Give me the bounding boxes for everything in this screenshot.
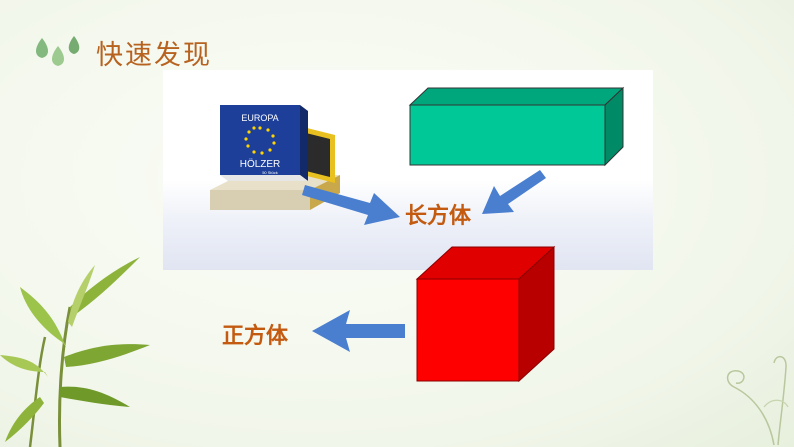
matchbox-brand-top: EUROPA — [241, 113, 278, 123]
arrow-right-to-cuboid-icon — [482, 170, 546, 214]
bamboo-leaves-decoration — [0, 257, 150, 447]
droplets-icon — [36, 36, 80, 66]
matchbox-brand-bottom: HÖLZER — [240, 158, 281, 170]
cube-shape — [415, 245, 556, 383]
cube-label: 正方体 — [222, 324, 289, 349]
matchbox-small-text: 50 Stück — [262, 170, 278, 175]
cuboid-label: 长方体 — [405, 204, 472, 229]
swirl-decoration — [726, 355, 789, 446]
arrow-to-cube-icon — [312, 310, 405, 352]
arrow-left-to-cuboid-icon — [302, 185, 400, 225]
page-title: 快速发现 — [96, 39, 212, 71]
cuboid-shape — [408, 86, 625, 167]
title-area: 快速发现 — [30, 32, 212, 72]
